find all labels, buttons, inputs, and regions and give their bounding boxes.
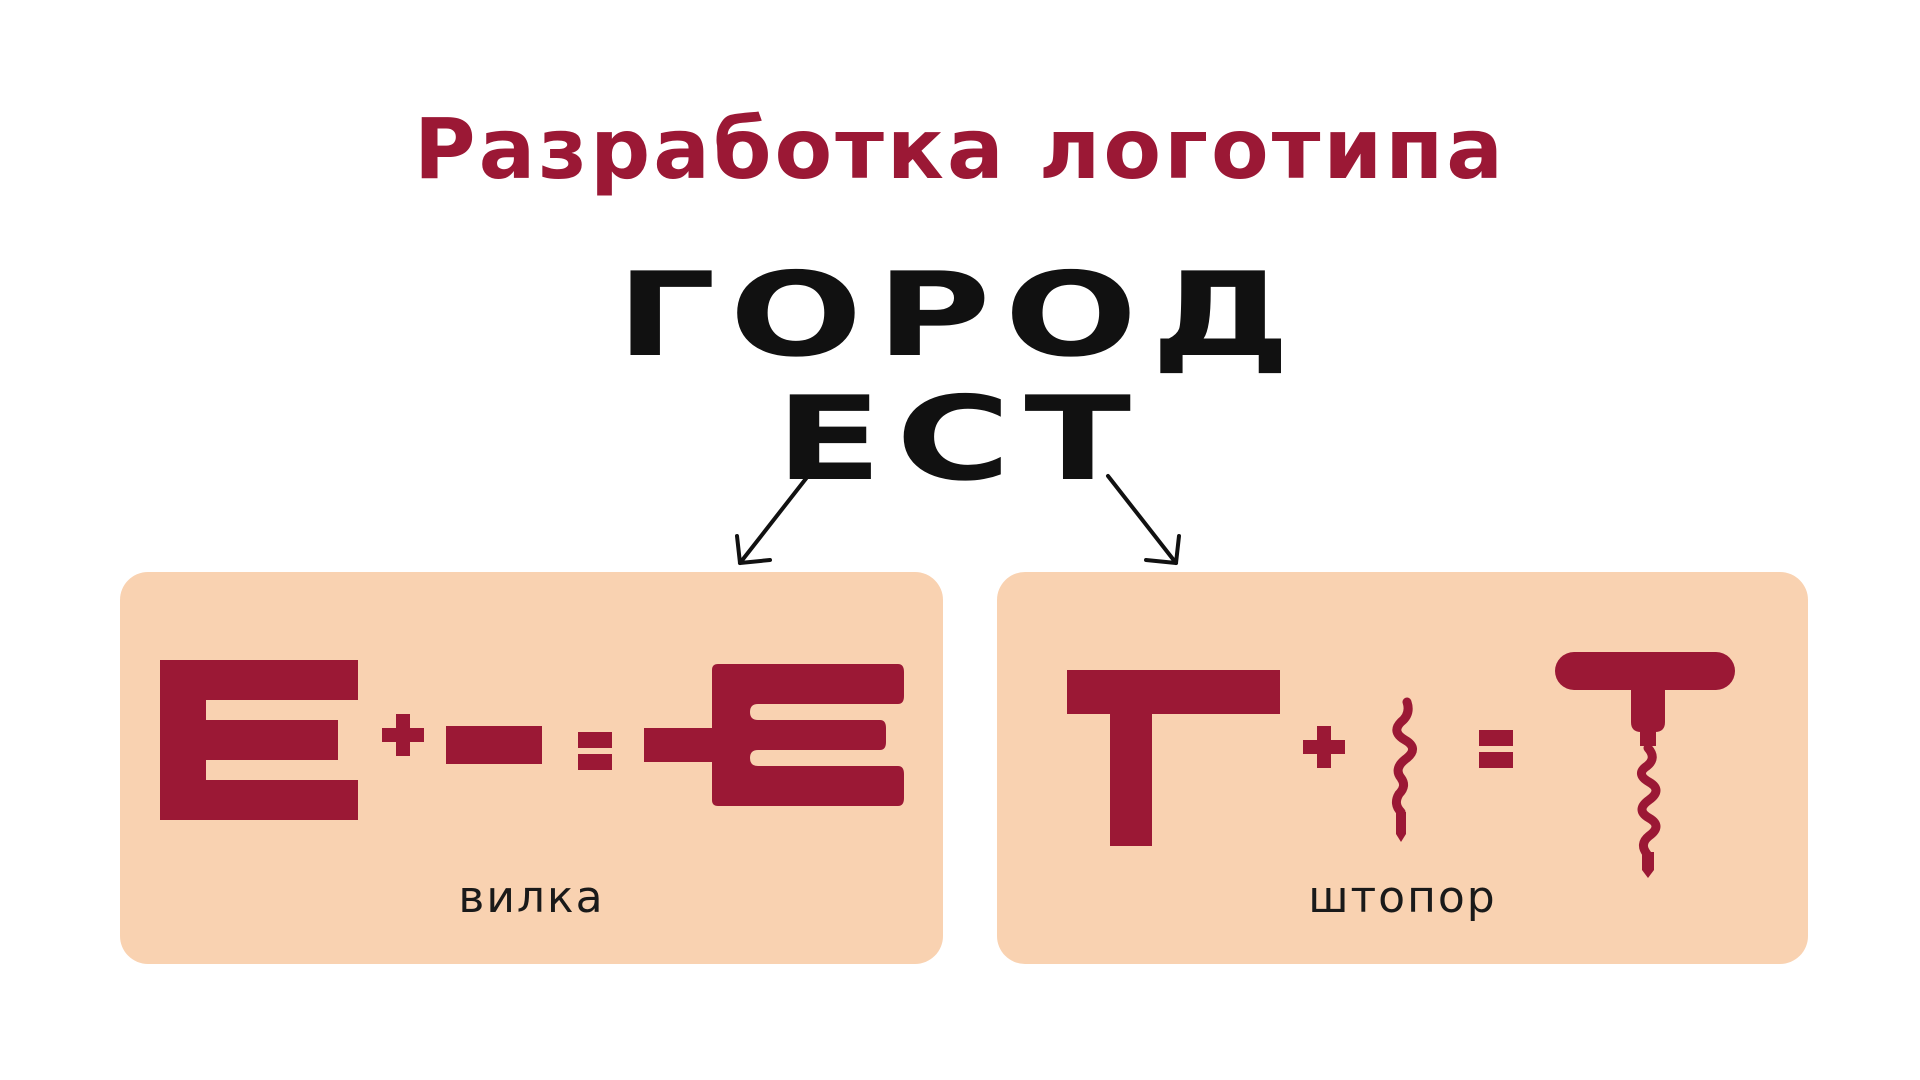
t-letter-glyph bbox=[1067, 670, 1280, 846]
spiral-tip bbox=[1396, 812, 1406, 842]
fork-card: вилка bbox=[120, 572, 943, 964]
minus-bar-icon bbox=[446, 726, 542, 764]
corkscrew-t-icon bbox=[1555, 652, 1735, 746]
plus-sign-icon bbox=[382, 714, 424, 756]
corkscrew-t-spiral-icon bbox=[1637, 743, 1661, 859]
corkscrew-card: штопор bbox=[997, 572, 1808, 964]
brand-name-line1: ГОРОД bbox=[616, 248, 1304, 383]
fork-equation bbox=[160, 660, 904, 820]
plus-sign-icon bbox=[1303, 726, 1345, 768]
equals-sign-icon bbox=[578, 732, 612, 770]
corkscrew-caption: штопор bbox=[1308, 872, 1497, 923]
page-title: Разработка логотипа bbox=[414, 100, 1506, 198]
corkscrew-t-tip bbox=[1642, 852, 1654, 878]
corkscrew-spiral-icon bbox=[1391, 697, 1417, 817]
e-letter-glyph bbox=[160, 660, 358, 820]
corkscrew-equation bbox=[1067, 652, 1735, 878]
brand-name-line2: ЕСТ bbox=[775, 372, 1145, 507]
fork-e-icon bbox=[644, 664, 904, 806]
equals-sign-icon bbox=[1479, 730, 1513, 768]
fork-caption: вилка bbox=[458, 872, 605, 923]
